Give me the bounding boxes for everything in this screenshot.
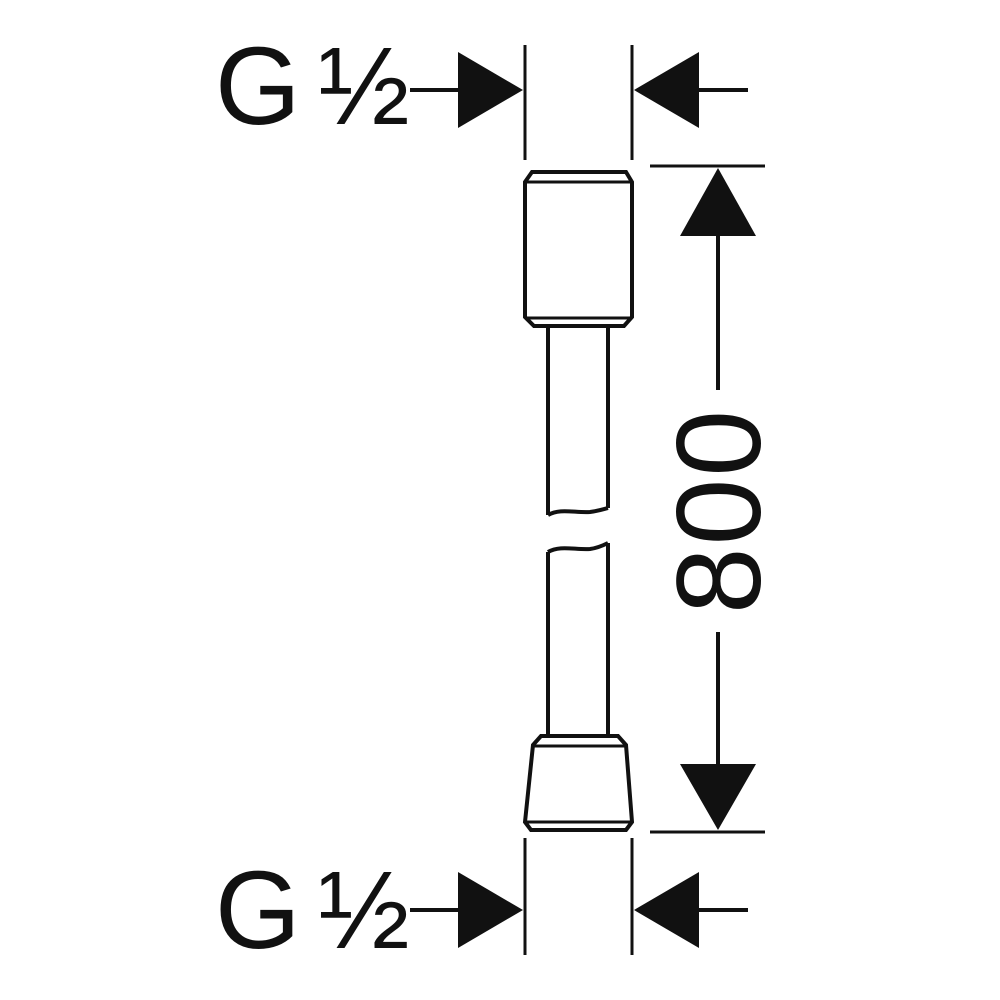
length-dimension-value: 800	[652, 408, 786, 614]
bottom-thread-label: G ½	[215, 849, 410, 972]
bottom-arrow-right-head	[634, 872, 699, 948]
hose-lower-segment	[546, 541, 610, 736]
top-arrow-right-head	[634, 52, 699, 128]
bottom-thread-size: ½	[318, 849, 410, 972]
hose-upper-segment	[546, 326, 610, 517]
top-thread-label: G ½	[215, 25, 410, 148]
length-arrow-down-head	[680, 764, 756, 830]
top-thread-letter: G	[215, 25, 301, 148]
bottom-thread-letter: G	[215, 849, 301, 972]
top-arrow-left-head	[458, 52, 523, 128]
top-thread-size: ½	[318, 25, 410, 148]
bottom-nut	[522, 734, 635, 832]
length-arrow-up-head	[680, 168, 756, 236]
top-nut	[523, 170, 634, 328]
bottom-arrow-left-head	[458, 872, 523, 948]
